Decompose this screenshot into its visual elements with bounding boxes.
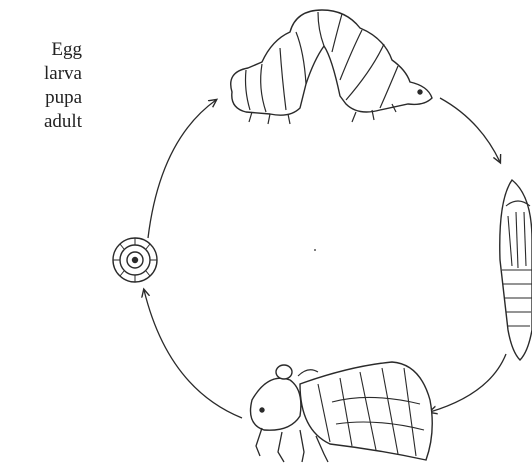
arrow-larva-to-pupa xyxy=(440,98,500,162)
arrow-egg-to-larva xyxy=(148,100,216,238)
egg-icon xyxy=(113,238,157,282)
arrow-adult-to-egg xyxy=(144,290,242,418)
pupa-icon xyxy=(500,180,532,360)
arrow-pupa-to-adult xyxy=(430,354,506,412)
larva-icon xyxy=(231,10,432,124)
adult-moth-icon xyxy=(251,362,433,462)
